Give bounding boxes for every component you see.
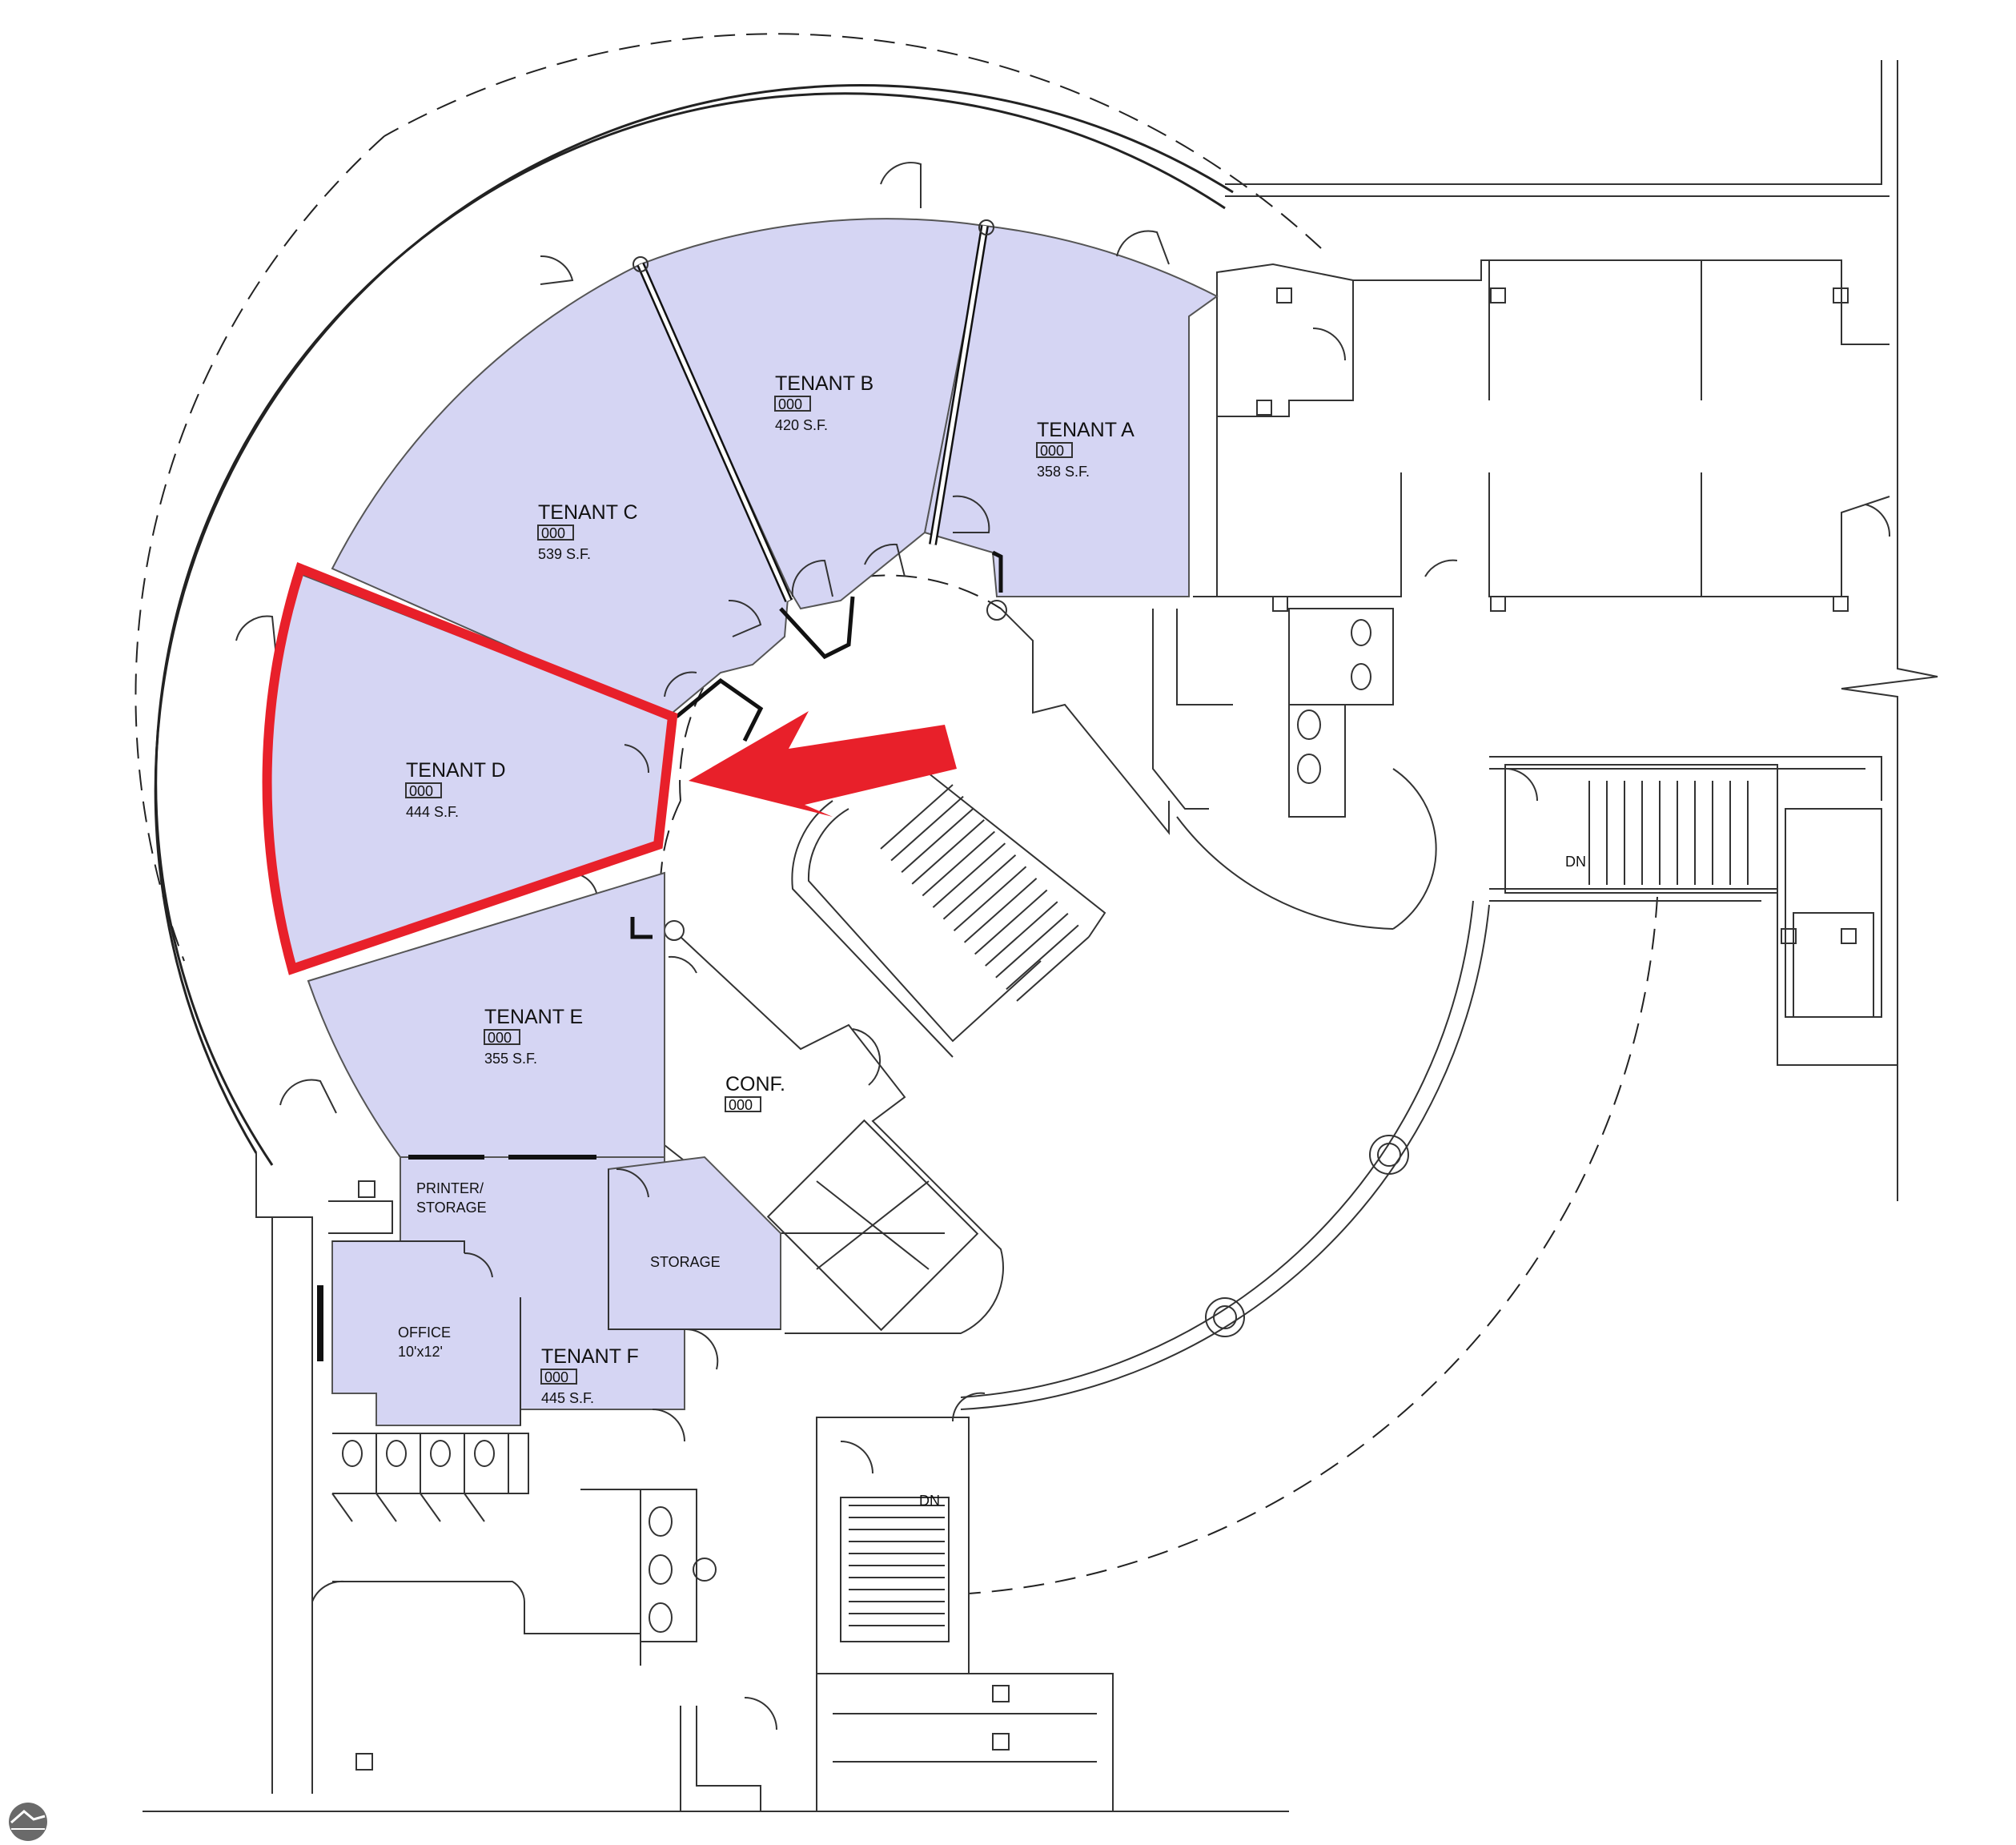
stair-label-dn-east: DN <box>1565 854 1586 870</box>
tenant-b-name: TENANT B <box>775 372 873 395</box>
corridor-ring <box>960 900 1490 1410</box>
tenant-e-name: TENANT E <box>484 1006 583 1028</box>
tenant-f-name: TENANT F <box>541 1345 639 1368</box>
east-stair-tower: DN <box>1489 756 1898 1066</box>
tenant-e-area-label: 355 S.F. <box>484 1051 537 1067</box>
watermark-logo-icon <box>9 1803 47 1841</box>
tenant-c-area[interactable] <box>331 263 790 721</box>
demising-walls <box>317 219 1003 1425</box>
office-name: OFFICE <box>398 1324 451 1341</box>
tenant-b-tag: 000 <box>778 396 802 412</box>
tenant-d-area-label: 444 S.F. <box>406 804 459 820</box>
stair-tread <box>1006 924 1079 991</box>
east-restrooms <box>1152 608 1437 930</box>
stair-tread <box>995 913 1069 979</box>
central-stair-treads <box>880 784 1090 1002</box>
tenant-b-area[interactable] <box>639 218 986 610</box>
tenant-a-tag: 000 <box>1040 443 1064 459</box>
stair-tread <box>911 819 985 885</box>
conf-name: CONF. <box>725 1073 785 1095</box>
tenant-f-area-label: 445 S.F. <box>541 1390 594 1406</box>
office-size: 10'x12' <box>398 1344 443 1360</box>
central-atrium <box>659 574 1170 1334</box>
tenant-c-area-label: 539 S.F. <box>538 546 591 562</box>
door-swings <box>235 162 1891 1730</box>
tenant-d-name: TENANT D <box>406 759 506 782</box>
stair-tread <box>985 901 1058 967</box>
stair-tread <box>901 807 974 873</box>
stair-label-dn-south: DN <box>919 1493 940 1509</box>
tenant-a-area[interactable] <box>923 224 1219 597</box>
stair-tread <box>890 795 964 862</box>
stair-tread <box>922 830 995 897</box>
tenant-e-tag: 000 <box>488 1030 512 1046</box>
tenant-d-tag: 000 <box>409 783 433 799</box>
stair-tread <box>880 784 954 850</box>
storage-name: STORAGE <box>650 1254 721 1270</box>
room-labels: TENANT A 000 358 S.F. TENANT B 000 420 S… <box>398 372 1135 1406</box>
tenant-f-tag: 000 <box>544 1369 568 1385</box>
tenant-a-name: TENANT A <box>1037 419 1135 441</box>
pointer-arrow-icon <box>689 711 957 817</box>
stair-tread <box>974 889 1048 955</box>
storage-area[interactable] <box>608 1156 781 1330</box>
south-stair-treads <box>849 1505 945 1626</box>
tenant-c-name: TENANT C <box>538 501 638 524</box>
tenant-a-area-label: 358 S.F. <box>1037 464 1090 480</box>
printer-storage-line1: PRINTER/ <box>416 1180 484 1196</box>
exterior-walls <box>143 60 1938 1812</box>
outer-dashed-ring <box>135 33 1658 1594</box>
stair-tread <box>1016 936 1090 1002</box>
south-stair-tower: DN <box>680 1417 1114 1811</box>
stair-tread <box>953 866 1027 932</box>
southwest-service-area <box>311 1180 717 1794</box>
conf-tag: 000 <box>729 1097 753 1113</box>
tenant-suites <box>267 218 1219 1426</box>
tenant-d-highlight-outline <box>262 562 678 975</box>
stair-tread <box>942 854 1017 920</box>
printer-storage-line2: STORAGE <box>416 1200 487 1216</box>
tenant-c-tag: 000 <box>541 525 565 541</box>
stair-tread <box>932 842 1006 908</box>
east-wing-rooms <box>1193 259 1890 612</box>
stair-tread <box>963 878 1038 943</box>
east-stair-treads <box>1588 781 1749 885</box>
tenant-b-area-label: 420 S.F. <box>775 417 828 433</box>
